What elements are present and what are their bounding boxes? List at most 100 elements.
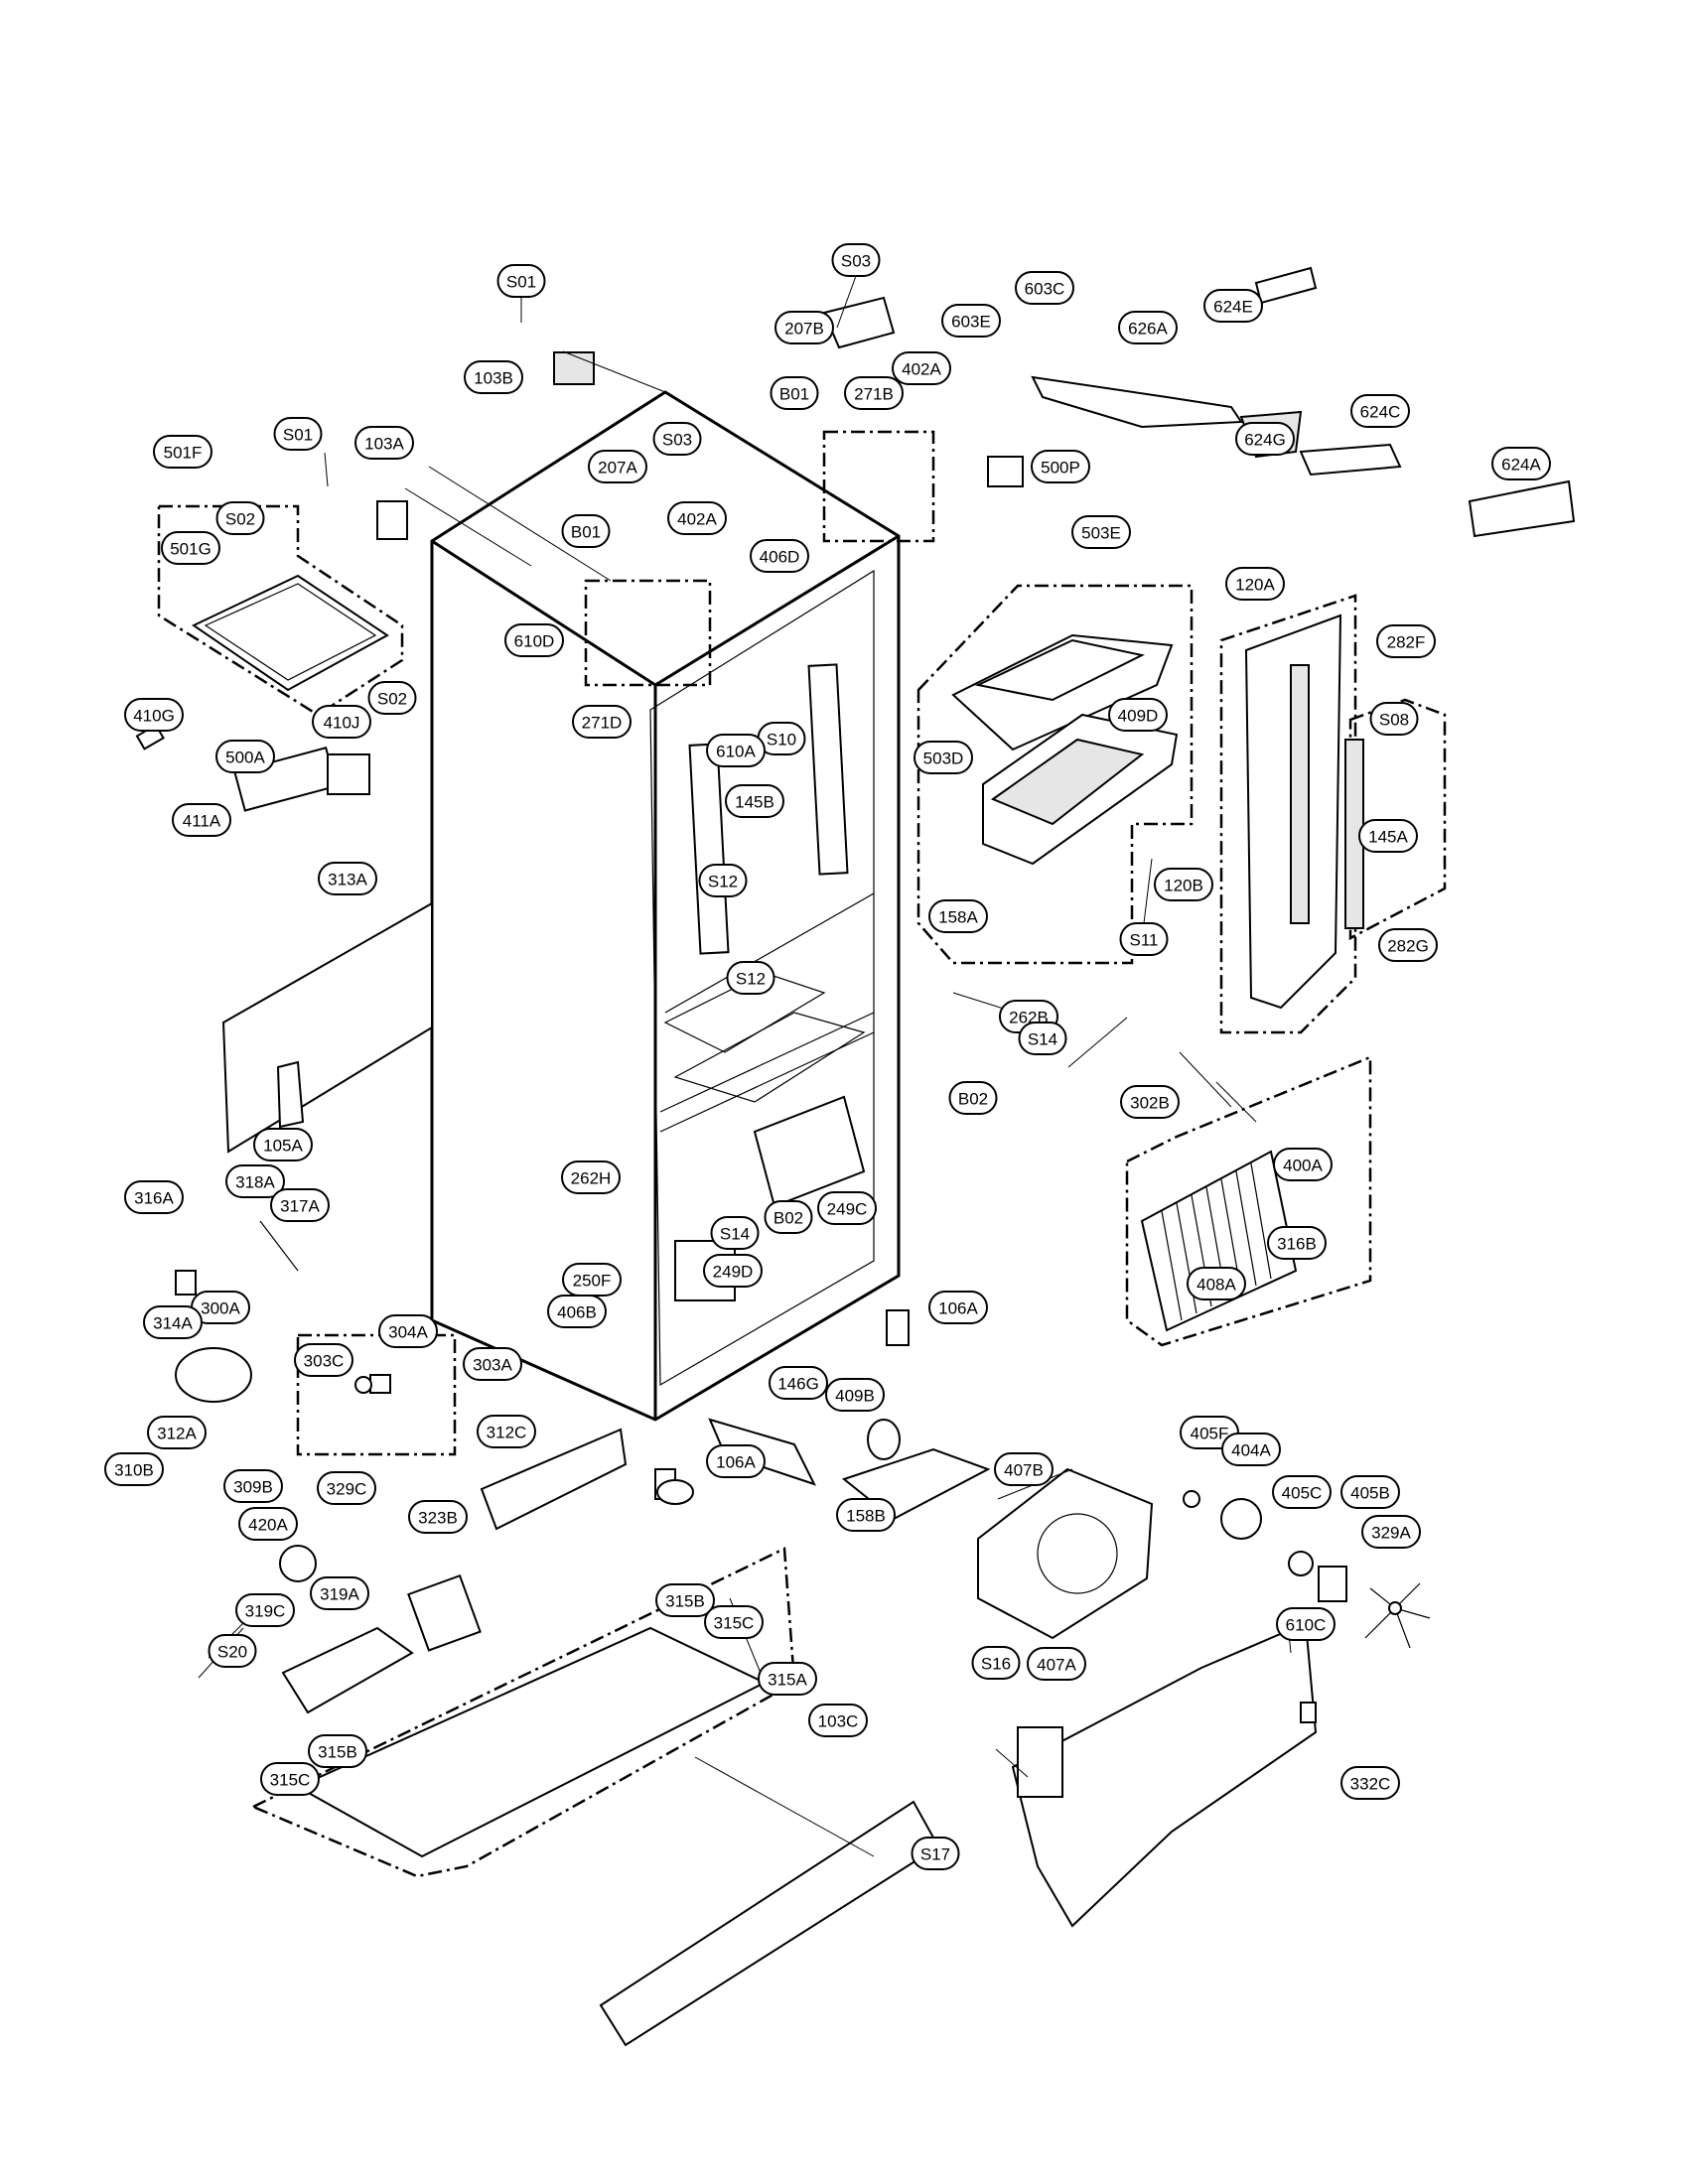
part-label-text: 312A <box>157 1425 197 1443</box>
part-label-text: 103C <box>818 1712 859 1731</box>
part-label-text: 207B <box>784 320 824 339</box>
part-label-text: 317A <box>280 1197 320 1216</box>
part-label: 315A <box>758 1662 817 1696</box>
part-label: 409D <box>1108 698 1168 732</box>
part-label: S12 <box>726 961 775 995</box>
part-label-bubble <box>561 1160 621 1194</box>
part-label-bubble <box>1225 567 1285 601</box>
cabinet-body <box>430 390 901 1422</box>
part-label-bubble <box>1015 271 1074 305</box>
part-label-text: 406B <box>557 1303 597 1322</box>
part-label: 106A <box>928 1291 988 1324</box>
part-label-text: 405C <box>1282 1484 1323 1503</box>
part-label-bubble <box>153 435 212 469</box>
part-label-text: S02 <box>377 690 407 709</box>
part-label: 406D <box>750 539 809 573</box>
part-label-bubble <box>308 1734 367 1768</box>
part-label-bubble <box>1187 1267 1246 1300</box>
part-label-text: 406D <box>760 548 800 567</box>
part-label-text: 315B <box>665 1592 705 1611</box>
part-label-bubble <box>312 705 371 739</box>
part-label-bubble <box>172 803 231 837</box>
part-label-bubble <box>1018 1022 1067 1055</box>
part-label-text: 271B <box>854 385 894 404</box>
part-label: 405B <box>1340 1475 1400 1509</box>
part-label-text: 603C <box>1025 280 1065 299</box>
part-label: 314A <box>143 1305 203 1339</box>
part-label: B01 <box>770 376 819 410</box>
part-label-text: 318A <box>235 1173 275 1192</box>
part-label: 411A <box>172 803 231 837</box>
part-label: S17 <box>911 1837 960 1870</box>
part-label-text: S10 <box>767 731 796 750</box>
part-label-bubble <box>238 1507 298 1541</box>
part-label-text: 312C <box>487 1424 527 1442</box>
part-label-text: 282F <box>1387 633 1426 652</box>
part-label: 624E <box>1203 289 1263 323</box>
part-label: S12 <box>698 864 748 897</box>
part-label: S14 <box>1018 1022 1067 1055</box>
part-label-bubble <box>317 1471 376 1505</box>
part-label: S01 <box>273 417 323 451</box>
part-label: 302B <box>1120 1085 1180 1119</box>
part-label-text: 207A <box>598 459 637 478</box>
part-label-bubble <box>1491 447 1551 480</box>
part-label-text: 329A <box>1371 1524 1411 1543</box>
part-label: 317A <box>270 1188 330 1222</box>
part-label: 282G <box>1378 928 1438 962</box>
part-label-text: S16 <box>981 1655 1011 1674</box>
part-label-bubble <box>367 681 417 715</box>
part-label-bubble <box>1378 928 1438 962</box>
part-label-text: 303C <box>304 1352 345 1371</box>
part-label: S01 <box>496 264 546 298</box>
part-label: 250F <box>562 1263 622 1297</box>
part-label-bubble <box>704 1605 764 1639</box>
part-label: 315C <box>260 1762 320 1796</box>
part-label-text: 409B <box>835 1387 875 1406</box>
part-label-text: 624A <box>1501 456 1541 475</box>
part-label-bubble <box>1276 1607 1336 1641</box>
part-label-text: B02 <box>774 1209 803 1228</box>
part-label-text: S14 <box>720 1225 750 1244</box>
part-label: S08 <box>1369 702 1419 736</box>
part-label: 501G <box>161 531 220 565</box>
part-label-bubble <box>710 1216 760 1250</box>
part-label-bubble <box>310 1576 369 1610</box>
part-label-bubble <box>770 376 819 410</box>
part-label: 315B <box>655 1583 715 1617</box>
part-label-text: B02 <box>958 1090 988 1109</box>
part-label-bubble <box>104 1452 164 1486</box>
part-label: 103B <box>464 360 523 394</box>
part-label-text: 624G <box>1244 431 1286 450</box>
part-label-text: 158B <box>846 1507 886 1526</box>
part-label: 410G <box>124 698 184 732</box>
part-label-text: 250F <box>573 1272 612 1291</box>
part-label: 407A <box>1027 1647 1086 1681</box>
back-panel <box>221 901 433 1154</box>
part-label: 624A <box>1491 447 1551 480</box>
part-label: 106A <box>706 1444 766 1478</box>
part-label: 315C <box>704 1605 764 1639</box>
part-label: 120A <box>1225 567 1285 601</box>
line-art <box>135 266 1576 2047</box>
part-label: 404A <box>1221 1433 1281 1466</box>
part-label: 500P <box>1031 450 1090 483</box>
part-label-text: S03 <box>841 252 871 271</box>
part-label-text: 303A <box>473 1356 512 1375</box>
part-label: 420A <box>238 1507 298 1541</box>
part-label-text: 405B <box>1350 1484 1390 1503</box>
part-label-text: 411A <box>183 812 221 831</box>
part-label-bubble <box>496 264 546 298</box>
part-label: 303A <box>463 1347 522 1381</box>
part-label-bubble <box>124 698 184 732</box>
part-label: 312A <box>147 1416 207 1449</box>
part-label-bubble <box>124 1180 184 1214</box>
part-label-bubble <box>844 376 904 410</box>
part-label-text: 249D <box>713 1263 754 1282</box>
part-label-text: 316B <box>1277 1235 1317 1254</box>
part-label: 145A <box>1358 819 1418 853</box>
part-label: 626A <box>1118 311 1178 344</box>
part-label-text: S03 <box>662 431 692 450</box>
